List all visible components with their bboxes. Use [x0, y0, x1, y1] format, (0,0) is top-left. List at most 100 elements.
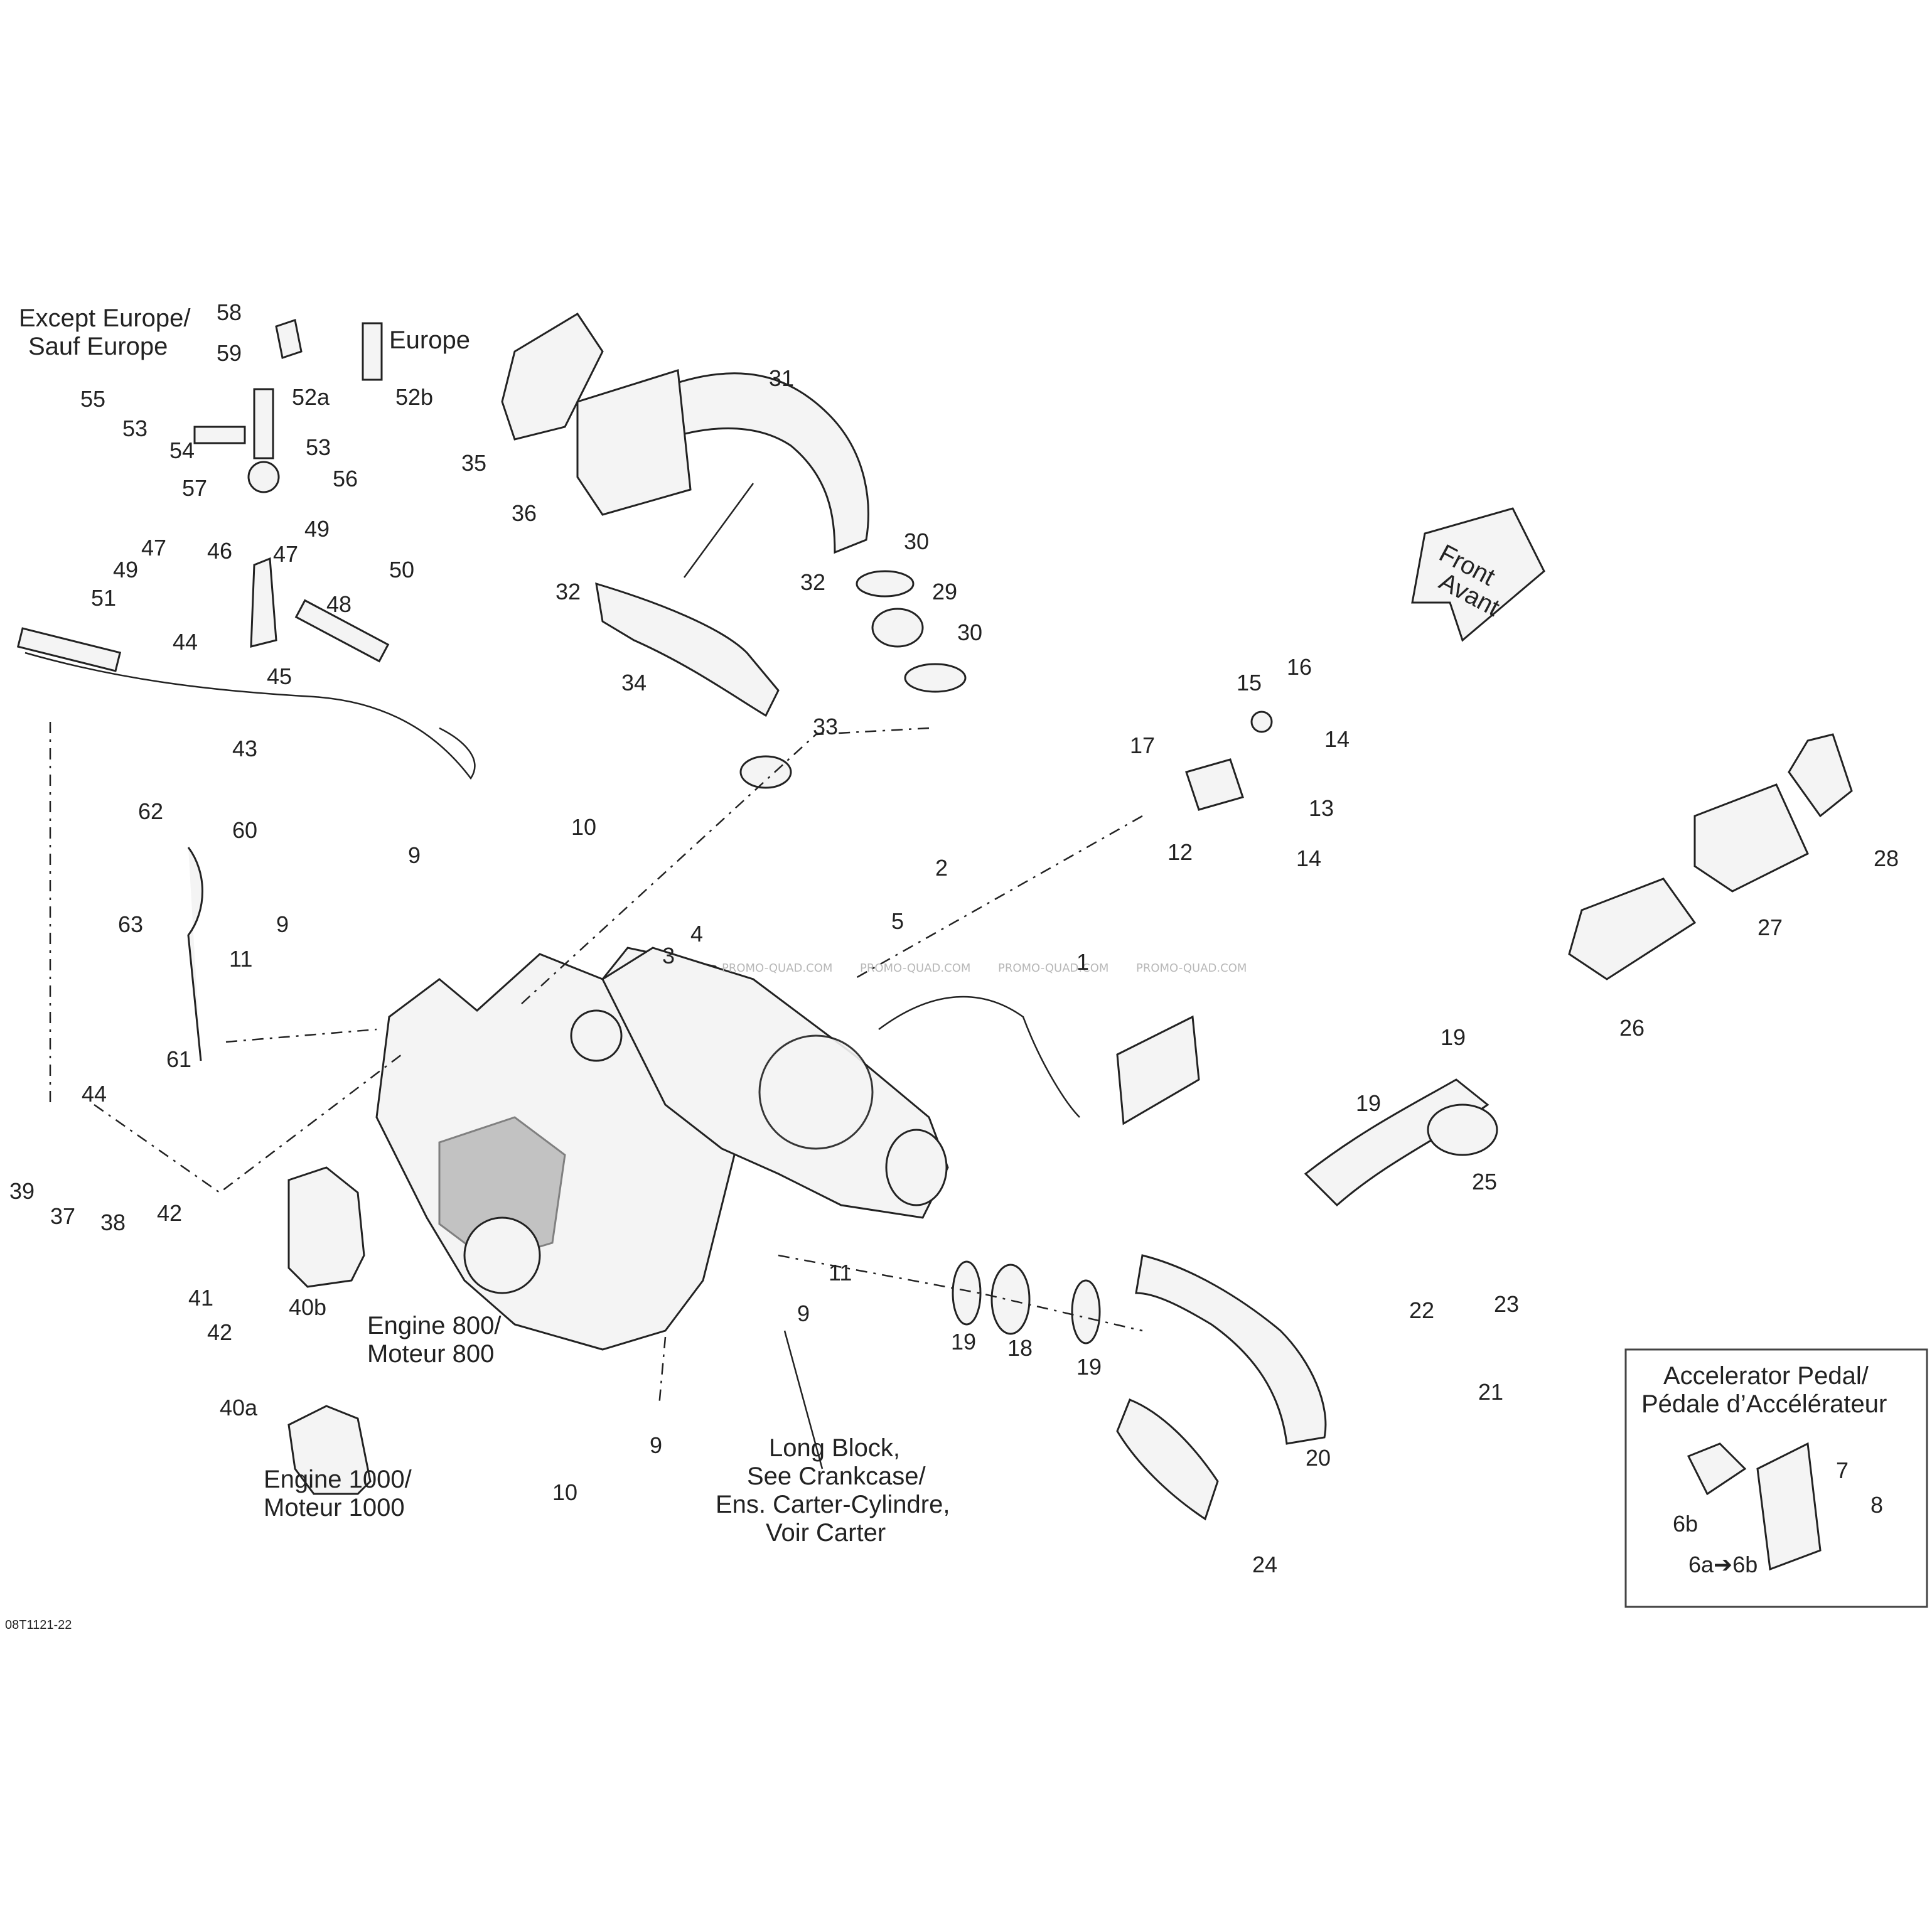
callout-11-right: 11: [829, 1260, 852, 1285]
except-europe-heading: Except Europe/: [19, 304, 191, 332]
sauf-europe-heading: Sauf Europe: [28, 333, 168, 360]
callout-numbers: 1 2 3 4 5 6b 6a➔6b 7 8 9 9 9 9 10 10 11 …: [9, 299, 1899, 1577]
callout-39: 39: [9, 1178, 35, 1204]
callout-50: 50: [389, 557, 414, 582]
callout-15: 15: [1237, 670, 1262, 695]
callout-6b: 6b: [1673, 1511, 1698, 1537]
moteur-1000-heading: Moteur 1000: [264, 1494, 405, 1521]
callout-14-bottom: 14: [1296, 845, 1321, 871]
leader-lines: [49, 483, 1143, 1469]
callout-28: 28: [1874, 845, 1899, 871]
callout-35: 35: [461, 450, 486, 476]
europe-heading: Europe: [389, 326, 470, 354]
callout-6a-6b: 6a➔6b: [1688, 1552, 1758, 1577]
engine-800-heading: Engine 800/: [367, 1312, 502, 1339]
callout-36: 36: [512, 500, 537, 526]
callout-7: 7: [1836, 1457, 1849, 1483]
callout-40a: 40a: [220, 1395, 258, 1420]
callout-18: 18: [1007, 1335, 1033, 1361]
callout-38: 38: [100, 1210, 126, 1235]
callout-12: 12: [1167, 839, 1193, 865]
callout-10-bottom: 10: [552, 1479, 577, 1505]
callout-13: 13: [1309, 795, 1334, 821]
callout-9-mid: 9: [276, 911, 289, 937]
exhaust-tube-60: [187, 847, 203, 1061]
front-direction-arrow: [1411, 507, 1545, 642]
callout-32-left: 32: [555, 579, 581, 604]
callout-45: 45: [267, 663, 292, 689]
callout-4: 4: [690, 921, 703, 947]
callout-19-d: 19: [1441, 1024, 1466, 1050]
callout-21: 21: [1478, 1379, 1503, 1405]
callout-62: 62: [138, 798, 163, 824]
callout-53-left: 53: [122, 416, 148, 441]
callout-9-top: 9: [408, 842, 421, 868]
callout-26: 26: [1619, 1015, 1645, 1041]
callout-49-left: 49: [113, 557, 138, 582]
callout-49-right: 49: [304, 516, 330, 542]
callout-55: 55: [80, 386, 105, 412]
engine-assembly: [287, 947, 949, 1495]
long-block-heading-2: See Crankcase/: [747, 1462, 926, 1490]
watermark-4: PROMO-QUAD.COM: [1136, 962, 1247, 975]
callout-10-top: 10: [571, 814, 596, 840]
headings: Except Europe/ Sauf Europe Europe Engine…: [5, 304, 1887, 1632]
callout-46: 46: [207, 538, 232, 564]
callout-61: 61: [166, 1046, 191, 1072]
callout-57: 57: [182, 475, 207, 501]
callout-63: 63: [118, 911, 143, 937]
callout-19-b: 19: [1076, 1354, 1102, 1380]
callout-3: 3: [662, 943, 675, 969]
ecm-and-harness: [878, 711, 1273, 1125]
shift-lever-assembly: [193, 319, 383, 648]
callout-17: 17: [1130, 733, 1155, 758]
engine-1000-heading: Engine 1000/: [264, 1466, 412, 1493]
watermark-2: PROMO-QUAD.COM: [860, 962, 970, 975]
callout-44-top: 44: [173, 629, 198, 655]
callout-43: 43: [232, 736, 257, 761]
control-cable: [16, 599, 476, 780]
callout-9-bottom: 9: [650, 1432, 662, 1458]
callout-20: 20: [1306, 1445, 1331, 1471]
callout-32-right: 32: [800, 569, 825, 595]
callout-42-bottom: 42: [207, 1319, 232, 1345]
callout-31: 31: [769, 365, 794, 391]
moteur-800-heading: Moteur 800: [367, 1340, 494, 1368]
callout-34: 34: [621, 670, 647, 695]
watermark-3: PROMO-QUAD.COM: [998, 962, 1108, 975]
figure-code: 08T1121-22: [5, 1618, 72, 1632]
callout-52b: 52b: [395, 384, 433, 410]
watermark-1: PROMO-QUAD.COM: [722, 962, 832, 975]
callout-29: 29: [932, 579, 957, 604]
callout-33: 33: [813, 714, 838, 739]
callout-2: 2: [935, 855, 948, 881]
callout-9-right: 9: [797, 1301, 810, 1326]
callout-1: 1: [1076, 949, 1089, 975]
callout-47-right: 47: [273, 541, 298, 567]
callout-5: 5: [891, 908, 904, 934]
long-block-heading-4: Voir Carter: [766, 1519, 886, 1547]
callout-25: 25: [1472, 1169, 1497, 1194]
callout-19-a: 19: [951, 1329, 976, 1355]
long-block-heading-1: Long Block,: [769, 1434, 900, 1462]
callout-58: 58: [217, 299, 242, 325]
callout-14-top: 14: [1324, 726, 1350, 752]
callout-59: 59: [217, 340, 242, 366]
callout-47-left: 47: [141, 535, 166, 561]
callout-41: 41: [188, 1285, 213, 1311]
callout-37: 37: [50, 1203, 75, 1229]
callout-40b: 40b: [289, 1294, 326, 1320]
callout-52a: 52a: [292, 384, 330, 410]
pedale-accelerateur-heading: Pédale d’Accélérateur: [1641, 1390, 1887, 1418]
callout-27: 27: [1758, 915, 1783, 940]
callout-16: 16: [1287, 654, 1312, 680]
accelerator-pedal-heading: Accelerator Pedal/: [1663, 1362, 1869, 1390]
callout-44-bottom: 44: [82, 1081, 107, 1107]
callout-51: 51: [91, 585, 116, 611]
accelerator-pedal-inset: [1624, 1348, 1928, 1608]
callout-54: 54: [169, 437, 195, 463]
callout-48: 48: [326, 591, 352, 617]
long-block-heading-3: Ens. Carter-Cylindre,: [716, 1491, 950, 1518]
callout-24: 24: [1252, 1552, 1277, 1577]
